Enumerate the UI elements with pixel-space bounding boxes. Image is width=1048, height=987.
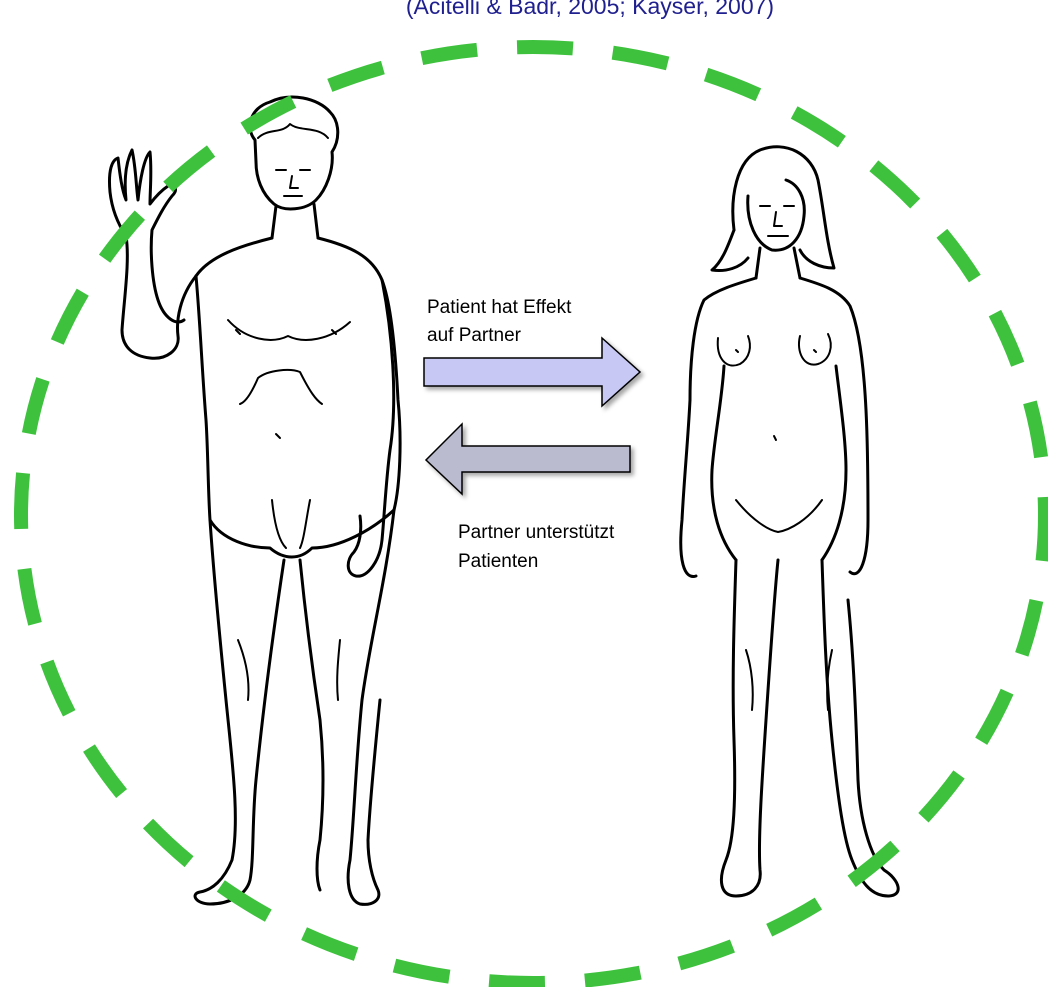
arrow-left-label-line1: Partner unterstützt — [458, 522, 615, 543]
arrow-right-label-line1: Patient hat Effekt — [427, 297, 572, 318]
citation-text: (Acitelli & Badr, 2005; Kayser, 2007) — [406, 0, 774, 19]
arrow-left-shape — [426, 424, 630, 494]
man-figure-icon — [109, 97, 400, 904]
arrow-patient-to-partner: Patient hat Effekt auf Partner — [424, 297, 640, 406]
dyad-dashed-circle — [21, 47, 1045, 983]
arrow-right-shape — [424, 338, 640, 406]
arrow-right-label-line2: auf Partner — [427, 325, 522, 346]
arrow-partner-to-patient: Partner unterstützt Patienten — [426, 424, 630, 572]
woman-figure-icon — [681, 147, 898, 896]
arrow-left-label-line2: Patienten — [458, 551, 538, 572]
